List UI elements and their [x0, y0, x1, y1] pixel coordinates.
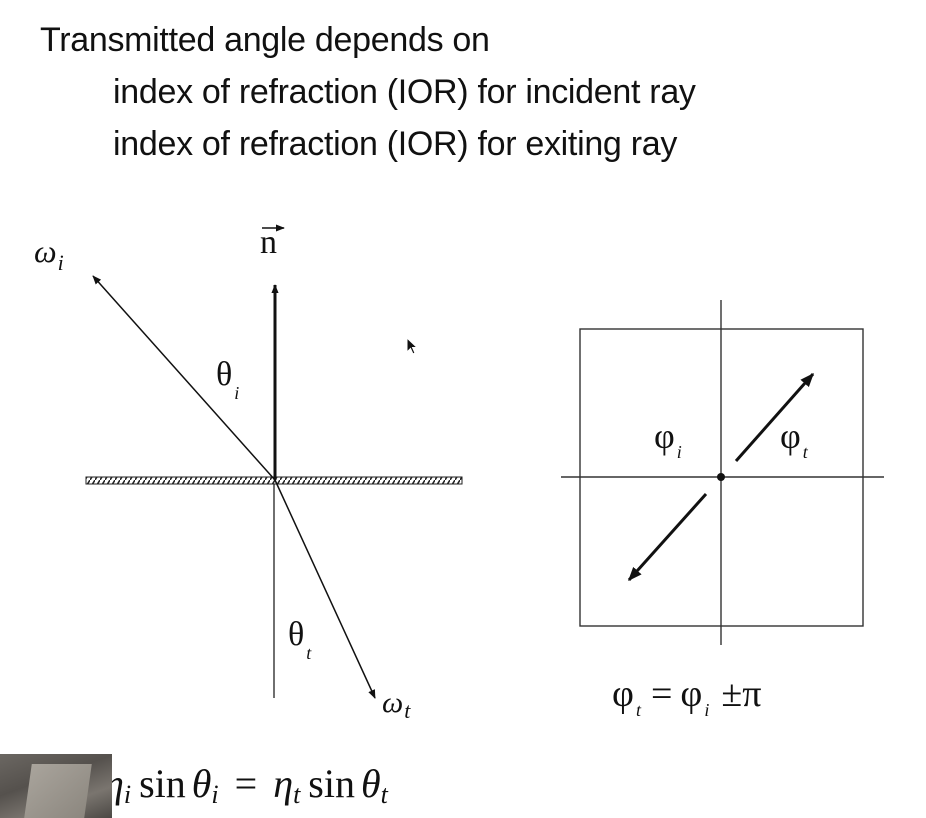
bullet-incident-ior: index of refraction (IOR) for incident r…	[113, 73, 696, 111]
incident-ray-arrow	[92, 275, 276, 481]
azimuth-origin-dot	[717, 473, 725, 481]
webcam-paper-patch	[24, 764, 92, 818]
normal-label: n	[260, 224, 277, 261]
bullet-exiting-ior: index of refraction (IOR) for exiting ra…	[113, 125, 678, 163]
mouse-cursor-icon	[406, 337, 419, 355]
transmitted-ray-arrow	[274, 479, 376, 699]
webcam-overlay	[0, 754, 112, 818]
phi-i-arrow	[627, 492, 708, 582]
incident-ray-label: ωi	[34, 233, 64, 275]
phi-t-arrow	[734, 372, 815, 462]
slide-title: Transmitted angle depends on	[40, 21, 490, 59]
transmitted-ray-label: ωt	[382, 686, 411, 723]
